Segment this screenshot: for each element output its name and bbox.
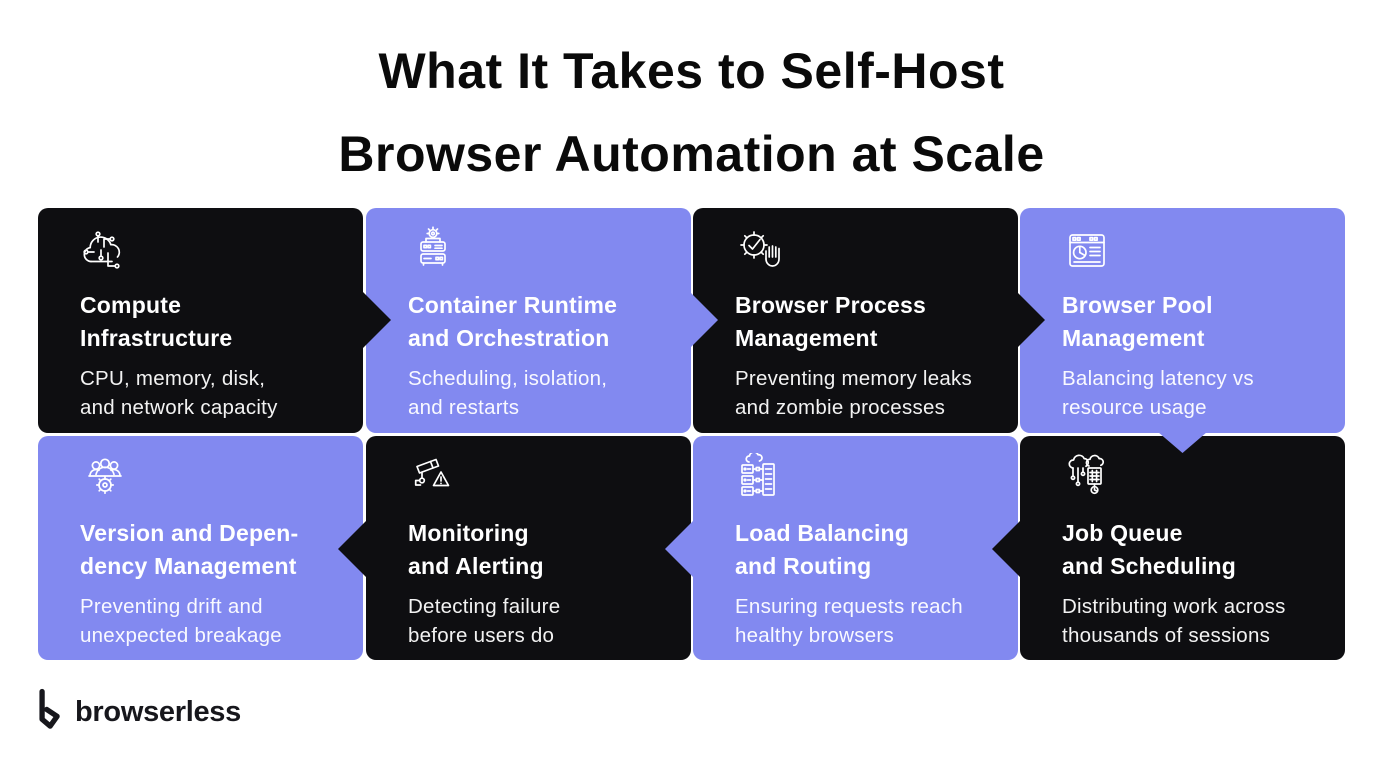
page-title-line2: Browser Automation at Scale	[338, 126, 1045, 182]
card-subtitle: Scheduling, isolation,and restarts	[408, 367, 608, 419]
page-title-line1: What It Takes to Self-Host	[378, 43, 1005, 99]
browser-dashboard-icon	[1060, 225, 1116, 281]
brand-name: browserless	[75, 695, 241, 728]
card-title: Version and Depen-dency Management	[80, 520, 299, 579]
card-version-dependency: Version and Depen-dency Management Preve…	[38, 436, 363, 660]
brand-logo: browserless	[34, 686, 241, 738]
cloud-circuit-icon	[78, 225, 134, 281]
browserless-b-logo-icon	[34, 688, 64, 737]
server-gear-icon	[406, 225, 462, 281]
queue-schedule-icon	[1060, 453, 1116, 509]
gear-check-hand-icon	[733, 225, 789, 281]
team-gear-icon	[78, 453, 134, 509]
camera-alert-icon	[406, 453, 462, 509]
load-balancer-icon	[733, 453, 789, 509]
card-subtitle: CPU, memory, disk,and network capacity	[80, 367, 278, 419]
